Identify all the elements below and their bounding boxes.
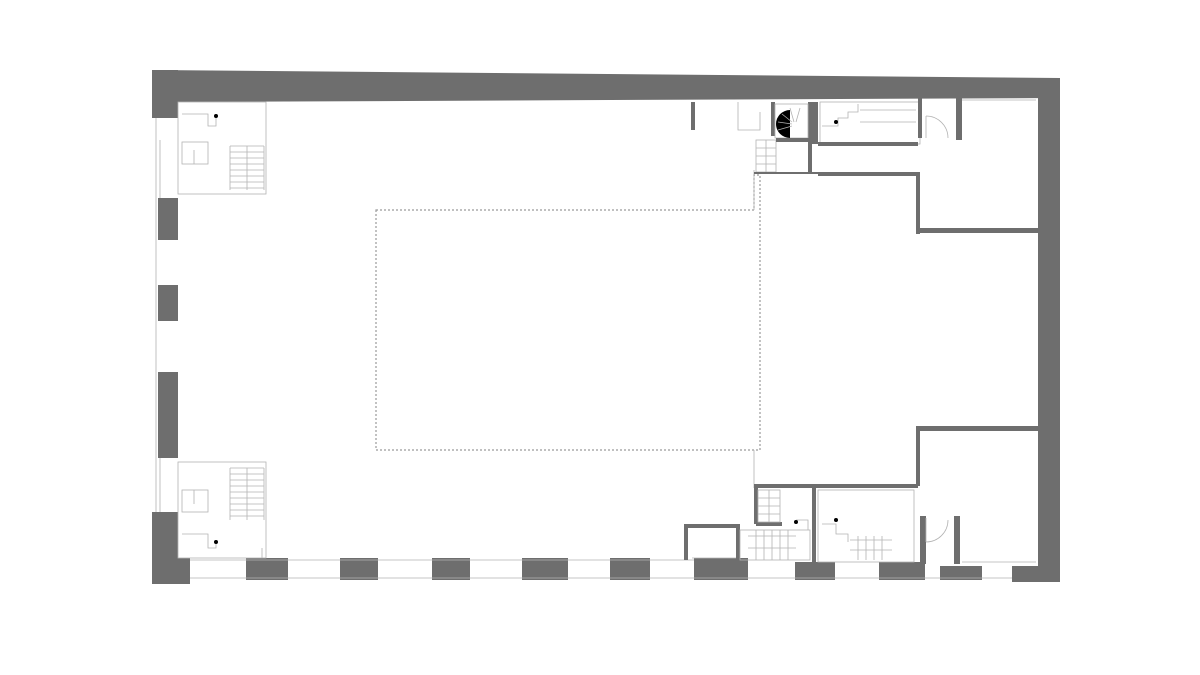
- bottom-wall: [340, 558, 378, 580]
- staircase-bottom-small: [757, 489, 781, 523]
- partition-wall: [808, 140, 812, 174]
- partition-wall: [756, 522, 782, 526]
- staircase-bottom-left: [177, 461, 267, 559]
- partition-wall: [818, 142, 918, 146]
- bottom-wall: [432, 558, 470, 580]
- bottom-wall: [1012, 566, 1060, 582]
- partition-wall: [736, 524, 740, 558]
- outer-walls: [152, 70, 1060, 584]
- partition-wall: [771, 102, 775, 136]
- bottom-wall: [610, 558, 650, 580]
- partition-wall: [812, 488, 816, 562]
- door-jamb: [956, 96, 962, 140]
- left-wall: [158, 410, 178, 458]
- staircase-bottom-right: [817, 489, 915, 563]
- partition-wall: [918, 96, 922, 138]
- bottom-wall: [940, 566, 982, 580]
- central-void-outline: [375, 174, 761, 451]
- partition-wall: [684, 524, 740, 528]
- partition-wall: [754, 484, 918, 488]
- staircase-top-right: [819, 101, 921, 145]
- partition-wall: [916, 426, 920, 486]
- door-jamb: [954, 516, 960, 564]
- bottom-right-rooms: [684, 426, 1038, 564]
- staircase-top-left: [177, 101, 267, 195]
- partition-wall: [754, 488, 758, 524]
- partition-wall: [776, 138, 810, 142]
- spiral-staircase-top: [774, 103, 809, 139]
- staircase-bottom-middle: [739, 519, 811, 561]
- door-bottom: [925, 518, 949, 543]
- partition-wall: [818, 172, 920, 176]
- bottom-wall: [522, 558, 568, 580]
- partition-wall: [916, 426, 1038, 431]
- left-wall: [152, 70, 178, 118]
- door-top: [925, 115, 949, 139]
- staircase-top-small: [755, 139, 777, 173]
- bottom-wall: [795, 562, 835, 580]
- left-wall: [158, 285, 178, 321]
- bottom-wall: [246, 558, 288, 580]
- top-wall: [152, 70, 1060, 104]
- partition-wall: [691, 102, 695, 130]
- top-right-rooms: [691, 96, 1038, 234]
- partition-wall: [916, 172, 920, 234]
- door-jamb: [920, 516, 926, 564]
- partition-wall: [916, 228, 1038, 233]
- left-wall: [152, 512, 178, 584]
- left-wall: [158, 198, 178, 240]
- bottom-wall: [694, 558, 748, 580]
- right-wall: [1038, 80, 1060, 582]
- bottom-wall: [879, 562, 925, 580]
- partition-wall: [684, 524, 688, 560]
- left-wall: [158, 372, 178, 412]
- partition-wall: [808, 102, 818, 144]
